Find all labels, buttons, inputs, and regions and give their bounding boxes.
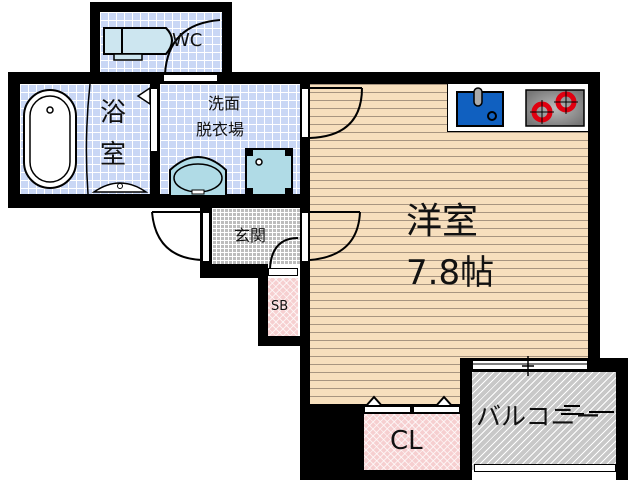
balcony-window[interactable]: [472, 360, 588, 370]
closet-floor: [364, 414, 460, 470]
wall: [8, 72, 20, 206]
closet-door-right[interactable]: [413, 406, 460, 413]
wall: [8, 194, 310, 208]
wc-door-swing-icon: [164, 19, 221, 75]
western-room-floor: [310, 84, 588, 404]
sink-icon: [456, 87, 504, 127]
western-room-door-top[interactable]: [301, 88, 309, 138]
bathroom-label-line1: 浴: [100, 98, 127, 128]
entrance-floor: [212, 208, 300, 264]
closet-handle-icon: [363, 395, 385, 407]
closet-door-left[interactable]: [364, 406, 411, 413]
balcony-rail: [474, 464, 616, 472]
bathroom-label-line2: 室: [100, 140, 127, 170]
bath-partition-line: [85, 83, 91, 195]
wall: [300, 404, 364, 480]
bathtub-icon: [23, 89, 77, 189]
western-room-label-line1: 洋室: [406, 201, 479, 242]
wall: [8, 72, 600, 84]
wall: [300, 470, 472, 480]
washbasin-icon: [169, 156, 227, 197]
washing-machine-icon: [245, 148, 293, 196]
wall: [360, 404, 464, 414]
toilet-icon: [103, 27, 173, 61]
wall: [258, 336, 310, 346]
wall: [460, 358, 472, 480]
entrance-label: 玄関: [234, 226, 267, 245]
entrance-inner-door-swing-icon: [309, 211, 361, 261]
washroom-label-line1: 洗面: [208, 94, 241, 113]
wall: [200, 264, 268, 278]
entrance-inner-door[interactable]: [301, 212, 309, 262]
bathroom-door-opening[interactable]: [150, 88, 158, 152]
western-room-door-top-swing-icon: [309, 87, 363, 139]
closet-label: CL: [390, 426, 423, 456]
balcony-drain-marks: [561, 405, 614, 415]
wall: [616, 358, 628, 480]
wc-door-opening[interactable]: [163, 74, 218, 82]
wall: [90, 2, 100, 76]
wall: [588, 72, 600, 366]
wall: [300, 84, 310, 464]
stove-icon: [525, 89, 585, 127]
shoe-box-door[interactable]: [268, 268, 298, 276]
wall: [258, 264, 268, 346]
closet-handle-icon: [433, 395, 455, 407]
front-door-swing-icon: [151, 211, 203, 261]
balcony-window-lines: [472, 356, 588, 376]
bathroom-door-triangle-icon: [136, 86, 151, 106]
wc-label: WC: [172, 30, 203, 51]
front-door-opening[interactable]: [202, 212, 210, 262]
balcony-floor: [472, 372, 616, 470]
shoe-box-floor: [268, 278, 298, 336]
shoe-box-door-swing-icon: [269, 237, 299, 269]
wall: [90, 2, 230, 12]
wall: [222, 2, 232, 76]
shoe-box-label: SB: [271, 299, 289, 314]
washroom-label-line2: 脱衣場: [196, 120, 245, 139]
bath-drain-icon: [91, 182, 149, 193]
balcony-label: バルコニー: [476, 402, 601, 431]
western-room-label-line2: 7.8帖: [406, 253, 495, 293]
